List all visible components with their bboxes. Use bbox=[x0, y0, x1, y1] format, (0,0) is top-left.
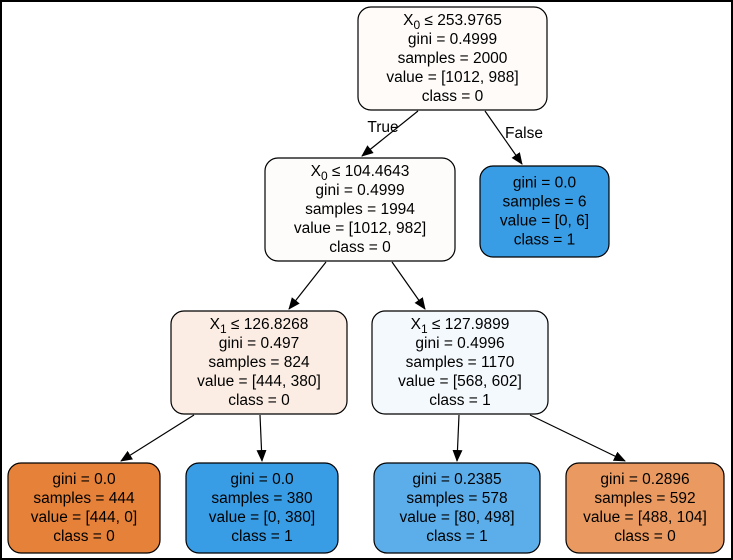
tree-node-7: gini = 0.2385 samples = 578 value = [80, 4… bbox=[373, 462, 541, 554]
node-value: value = [444, 380] bbox=[197, 373, 321, 390]
node-samples: samples = 592 bbox=[594, 490, 695, 507]
edge-arrow-node-0-to-node-2 bbox=[484, 110, 523, 165]
node-class: class = 1 bbox=[426, 528, 488, 545]
node-gini: gini = 0.2385 bbox=[412, 471, 501, 488]
node-samples: samples = 1170 bbox=[406, 354, 515, 371]
node-class: class = 0 bbox=[422, 88, 484, 105]
node-samples: samples = 1994 bbox=[305, 201, 415, 218]
node-box bbox=[373, 462, 541, 554]
split-feature-index: 1 bbox=[220, 322, 227, 336]
node-box bbox=[185, 462, 339, 554]
edge-arrow-node-3-to-node-6 bbox=[256, 414, 267, 462]
node-value: value = [568, 602] bbox=[398, 373, 522, 390]
node-box bbox=[357, 6, 548, 111]
node-gini: gini = 0.0 bbox=[513, 175, 577, 192]
edges: True False bbox=[120, 110, 626, 462]
node-samples: samples = 824 bbox=[208, 354, 310, 371]
edge-arrow-node-4-to-node-8 bbox=[529, 414, 626, 462]
edge-label-false: False bbox=[505, 125, 543, 142]
node-gini: gini = 0.497 bbox=[219, 335, 300, 352]
tree-node-6: gini = 0.0 samples = 380 value = [0, 380] c… bbox=[185, 462, 339, 554]
node-class: class = 1 bbox=[514, 232, 576, 249]
node-class: class = 0 bbox=[614, 528, 676, 545]
split-feature: X bbox=[403, 12, 414, 29]
node-class: class = 0 bbox=[329, 239, 391, 256]
node-gini: gini = 0.4996 bbox=[415, 335, 504, 352]
edge-arrow-node-1-to-node-4 bbox=[391, 261, 426, 310]
edge-label-true: True bbox=[367, 119, 398, 136]
node-value: value = [0, 380] bbox=[209, 509, 315, 526]
node-gini: gini = 0.4999 bbox=[408, 31, 497, 48]
edge-arrow-node-0-to-node-1 bbox=[361, 110, 419, 157]
node-box bbox=[170, 310, 348, 415]
node-samples: samples = 444 bbox=[33, 490, 135, 507]
split-feature-index: 0 bbox=[321, 169, 328, 183]
node-value: value = [488, 104] bbox=[583, 509, 707, 526]
node-box bbox=[264, 157, 456, 262]
split-feature-index: 1 bbox=[421, 322, 428, 336]
node-value: value = [0, 6] bbox=[500, 213, 589, 230]
split-threshold: ≤ 127.9899 bbox=[428, 316, 510, 333]
edge-arrow-node-3-to-node-5 bbox=[120, 414, 195, 462]
split-feature: X bbox=[311, 163, 322, 180]
node-class: class = 1 bbox=[231, 528, 293, 545]
node-gini: gini = 0.2896 bbox=[600, 471, 689, 488]
node-box bbox=[7, 462, 161, 554]
node-value: value = [1012, 982] bbox=[294, 220, 426, 237]
edge-arrow-node-4-to-node-7 bbox=[452, 414, 463, 462]
split-feature: X bbox=[411, 316, 422, 333]
split-feature: X bbox=[210, 316, 221, 333]
tree-node-8: gini = 0.2896 samples = 592 value = [488, … bbox=[565, 462, 725, 554]
node-class: class = 0 bbox=[53, 528, 115, 545]
node-gini: gini = 0.0 bbox=[52, 471, 116, 488]
node-value: value = [80, 498] bbox=[399, 509, 514, 526]
split-feature-index: 0 bbox=[413, 18, 420, 32]
edge-arrow-node-1-to-node-3 bbox=[288, 261, 327, 310]
split-threshold: ≤ 104.4643 bbox=[328, 163, 410, 180]
node-value: value = [444, 0] bbox=[31, 509, 137, 526]
tree-node-5: gini = 0.0 samples = 444 value = [444, 0] c… bbox=[7, 462, 161, 554]
tree-node-2: gini = 0.0 samples = 6 value = [0, 6] class… bbox=[479, 165, 610, 258]
node-split-condition: X0 ≤ 253.9765 bbox=[403, 12, 502, 32]
node-split-condition: X0 ≤ 104.4643 bbox=[311, 163, 410, 183]
node-samples: samples = 6 bbox=[502, 194, 586, 211]
node-gini: gini = 0.4999 bbox=[315, 182, 404, 199]
node-split-condition: X1 ≤ 126.8268 bbox=[210, 316, 309, 336]
node-box bbox=[371, 310, 549, 415]
node-gini: gini = 0.0 bbox=[230, 471, 294, 488]
node-samples: samples = 2000 bbox=[398, 50, 508, 67]
split-threshold: ≤ 253.9765 bbox=[420, 12, 502, 29]
node-value: value = [1012, 988] bbox=[386, 69, 518, 86]
node-box bbox=[565, 462, 725, 554]
node-class: class = 0 bbox=[228, 392, 290, 409]
node-class: class = 1 bbox=[429, 392, 491, 409]
node-samples: samples = 578 bbox=[406, 490, 507, 507]
node-samples: samples = 380 bbox=[211, 490, 313, 507]
node-split-condition: X1 ≤ 127.9899 bbox=[411, 316, 510, 336]
node-box bbox=[479, 165, 610, 258]
split-threshold: ≤ 126.8268 bbox=[227, 316, 309, 333]
